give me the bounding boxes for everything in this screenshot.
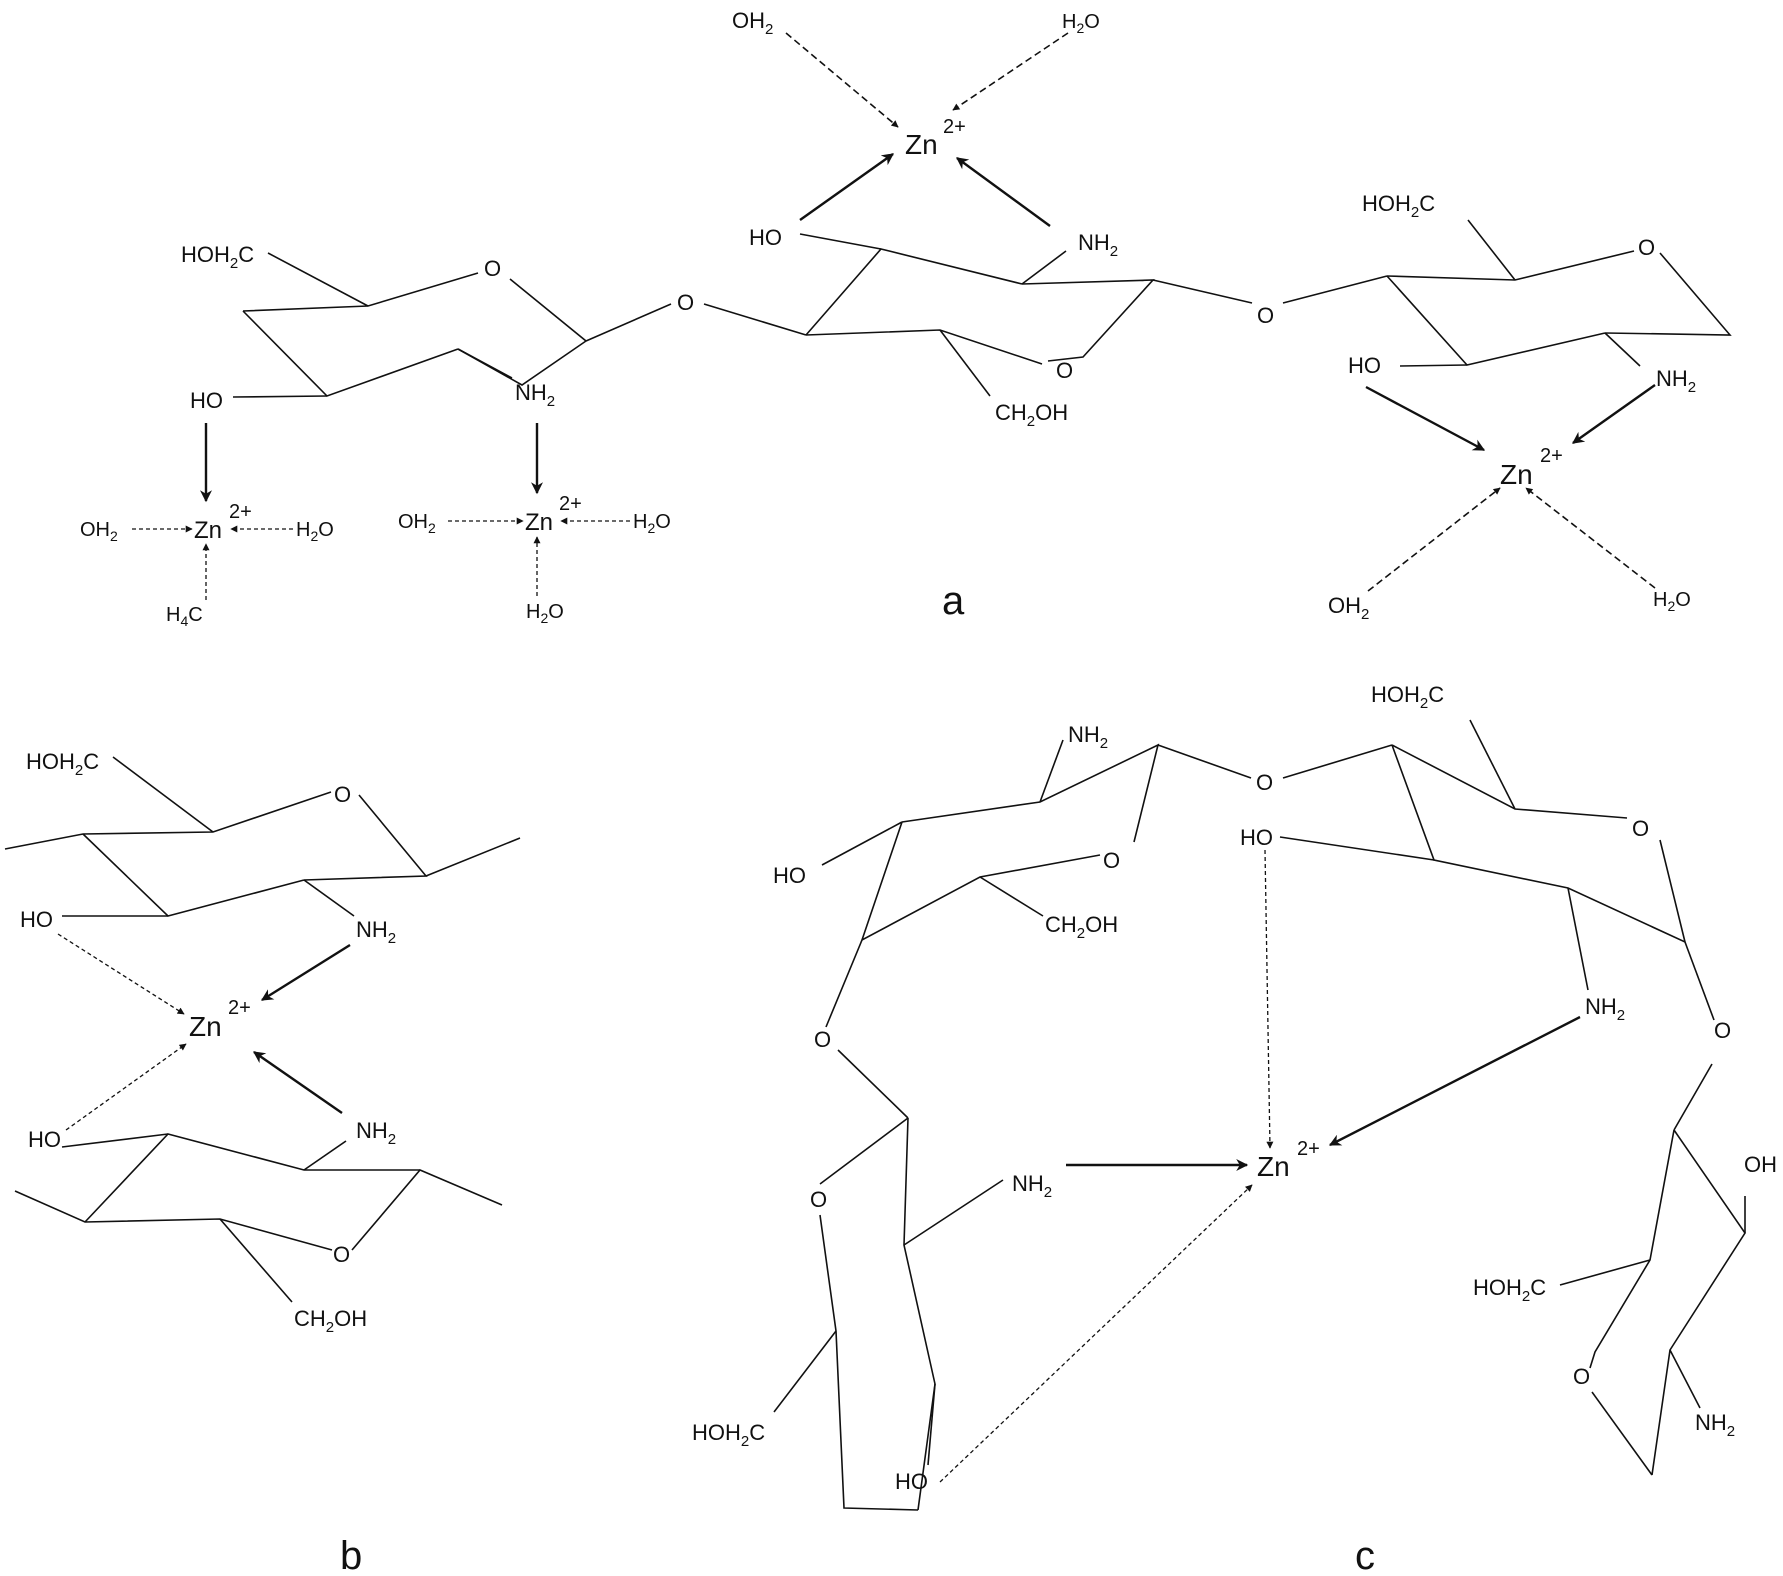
hoh2c-label: HOH2C (1362, 191, 1435, 221)
zinc-charge: 2+ (943, 116, 966, 138)
h2o-ligand: H2O (296, 519, 334, 544)
panel-label-b: b (340, 1534, 362, 1576)
ring-oxygen: O (1573, 1364, 1590, 1389)
ring-oxygen: O (1056, 358, 1073, 383)
glycosidic-oxygen: O (1256, 770, 1273, 795)
amine-label: NH2 (1695, 1410, 1735, 1440)
ch2oh-label: CH2OH (294, 1306, 367, 1336)
ring-c4-bonds (1559, 1063, 1746, 1476)
zn-complex-top: Zn 2+ OH2 H2O (732, 8, 1100, 227)
glycosidic-oxygen: O (677, 290, 694, 315)
hoh2c-label: HOH2C (181, 242, 254, 272)
zinc-charge: 2+ (1540, 445, 1563, 467)
ring-oxygen: O (1103, 848, 1120, 873)
glycosidic-oxygen: O (1257, 303, 1274, 328)
hoh2c-label: HOH2C (692, 1420, 765, 1450)
zinc-ion: Zn (189, 1011, 222, 1042)
amine-label: NH2 (356, 917, 396, 947)
panel-c: NH2 O HOH2C O HO HO O CH2OH NH2 O O OH O… (692, 682, 1777, 1576)
panel-b: HOH2C O HO NH2 HO NH2 O CH2OH Zn 2+ b (4, 749, 521, 1576)
hydroxyl-label: HO (895, 1469, 928, 1494)
hydroxyl-label: OH (1744, 1152, 1777, 1177)
zn-complex-right: Zn 2+ OH2 H2O (1328, 384, 1691, 623)
glycosidic-oxygen: O (1714, 1018, 1731, 1043)
oh2-ligand: OH2 (398, 511, 436, 536)
hydroxyl-label: HO (28, 1127, 61, 1152)
ring-oxygen: O (1632, 816, 1649, 841)
zn-complex-b: Zn 2+ (57, 933, 351, 1131)
oh2-ligand: OH2 (1328, 593, 1369, 623)
ring-oxygen: O (484, 256, 501, 281)
hydroxyl-label: HO (1240, 825, 1273, 850)
amine-label: NH2 (515, 380, 555, 410)
hydroxyl-label: HO (190, 388, 223, 413)
hoh2c-label: HOH2C (26, 749, 99, 779)
ch2oh-label: CH2OH (1045, 912, 1118, 942)
upper-ring-bonds (4, 756, 521, 917)
zinc-charge: 2+ (1297, 1138, 1320, 1160)
hydroxyl-label: HO (1348, 353, 1381, 378)
amine-label: NH2 (1068, 722, 1108, 752)
ring-oxygen: O (1638, 235, 1655, 260)
zinc-charge: 2+ (229, 501, 252, 523)
ring-oxygen: O (333, 1242, 350, 1267)
panel-label-c: c (1355, 1534, 1375, 1576)
panel-a: HOH2C O HO NH2 O HO NH2 O CH2OH O HOH2C … (80, 8, 1732, 629)
amine-label: NH2 (1078, 230, 1118, 260)
ring-c2-bonds (1279, 719, 1715, 1021)
ring-oxygen: O (334, 782, 351, 807)
zn-complex-c: Zn 2+ (939, 849, 1581, 1483)
h2o-ligand: H2O (1653, 589, 1691, 614)
zinc-ion: Zn (1257, 1151, 1290, 1182)
ch2oh-label: CH2OH (995, 400, 1068, 430)
h2o-ligand: H2O (526, 601, 564, 626)
zinc-ion: Zn (525, 509, 553, 536)
ring-c3-bonds (773, 1049, 1004, 1511)
hydroxyl-label: HO (20, 907, 53, 932)
h2o-ligand: H2O (633, 511, 671, 536)
hydroxyl-label: HO (749, 225, 782, 250)
oh2-ligand: OH2 (732, 8, 773, 38)
ring-2-bonds (703, 233, 1253, 397)
zn-complex-middle: Zn 2+ OH2 H2O H2O (398, 423, 671, 626)
oh2-ligand: OH2 (80, 519, 118, 544)
ring-1-bonds (232, 252, 672, 398)
ring-c1-bonds (821, 739, 1252, 1028)
h2o-ligand: H2O (1062, 11, 1100, 36)
ring-oxygen: O (810, 1187, 827, 1212)
h4c-ligand: H4C (166, 604, 203, 629)
panel-label-a: a (942, 579, 965, 623)
amine-label: NH2 (1656, 366, 1696, 396)
zn-complex-left: Zn 2+ OH2 H2O H4C (80, 423, 334, 629)
zinc-ion: Zn (905, 129, 938, 160)
hoh2c-label: HOH2C (1473, 1275, 1546, 1305)
lower-ring-bonds (14, 1133, 503, 1303)
ring-3-bonds (1282, 219, 1732, 367)
amine-label: NH2 (1585, 994, 1625, 1024)
amine-label: NH2 (1012, 1171, 1052, 1201)
hydroxyl-label: HO (773, 863, 806, 888)
glycosidic-oxygen: O (814, 1027, 831, 1052)
zinc-ion: Zn (1500, 459, 1533, 490)
zinc-charge: 2+ (228, 997, 251, 1019)
amine-label: NH2 (356, 1118, 396, 1148)
zinc-charge: 2+ (559, 493, 582, 515)
zinc-ion: Zn (194, 517, 222, 544)
hoh2c-label: HOH2C (1371, 682, 1444, 712)
